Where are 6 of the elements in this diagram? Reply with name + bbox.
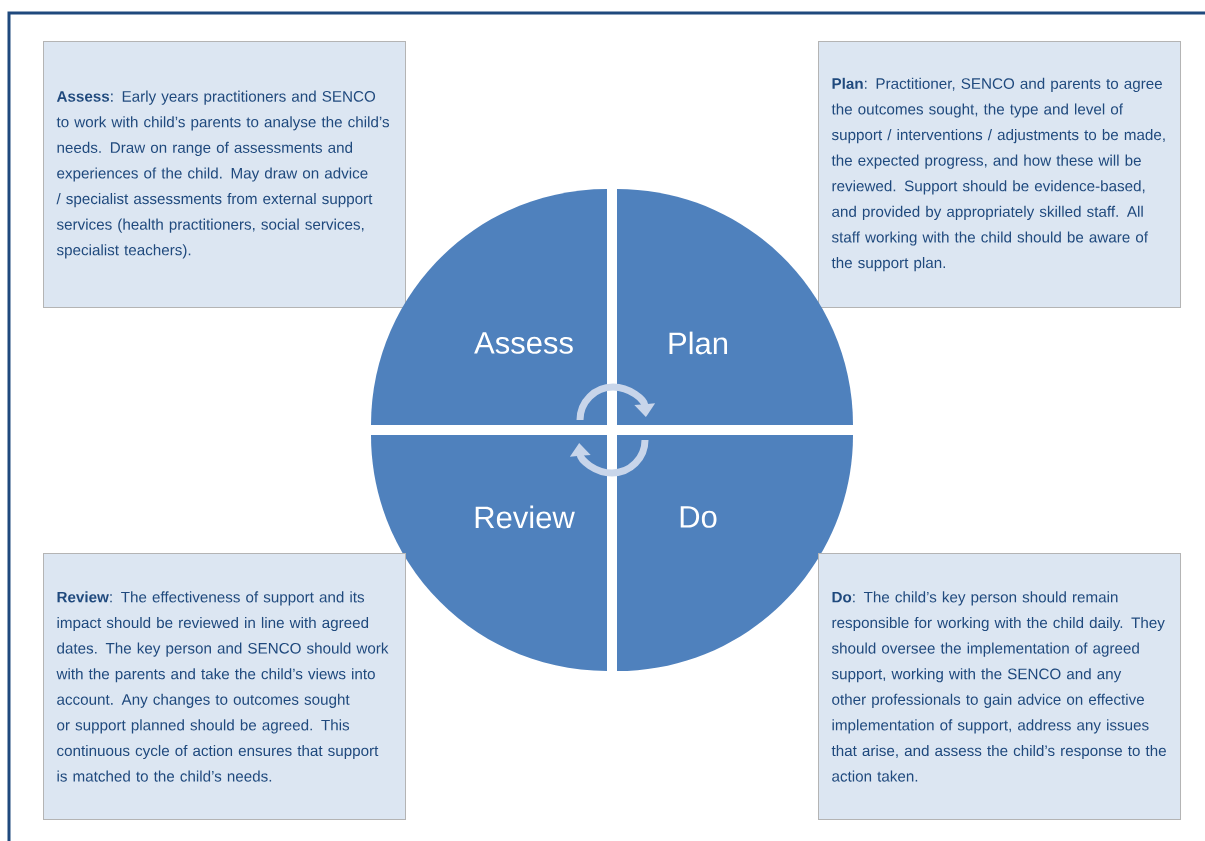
text-box: Review: The effectiveness of support and its impact should be reviewed in line with agreed dates. The key person and SENCO should work with the parents and take the child’s views into account. Any changes to outcomes sought or support planned should be agreed. This continuous cycle of action ensures that support is matched to the child’s needs. xyxy=(43,553,406,820)
curved-arrow xyxy=(576,383,656,421)
text-box: Plan: Practitioner, SENCO and parents to agree the outcomes sought, the type and level of support / interventions / adjustments to be made, the expected progress, and how these will be reviewed. Support should be evidence-based, and provided by appropriately skilled staff. All staff working with the child should be aware of the support plan. xyxy=(818,41,1181,308)
text-box: Assess: Early years practitioners and SENCO to work with child’s parents to analyse the child’s needs. Draw on range of assessments and experiences of the child. May draw on advice / specialist assessments from external support services (health practitioners, social services, specialist teachers). xyxy=(43,41,406,308)
text-box: Do: The child’s key person should remain responsible for working with the child daily. They should oversee the implementation of agreed support, working with the SENCO and any other professionals to gain advice on effective implementation of support, address any issues that arise, and assess the child’s response to the action taken. xyxy=(818,553,1181,820)
curved-arrow xyxy=(569,439,649,477)
